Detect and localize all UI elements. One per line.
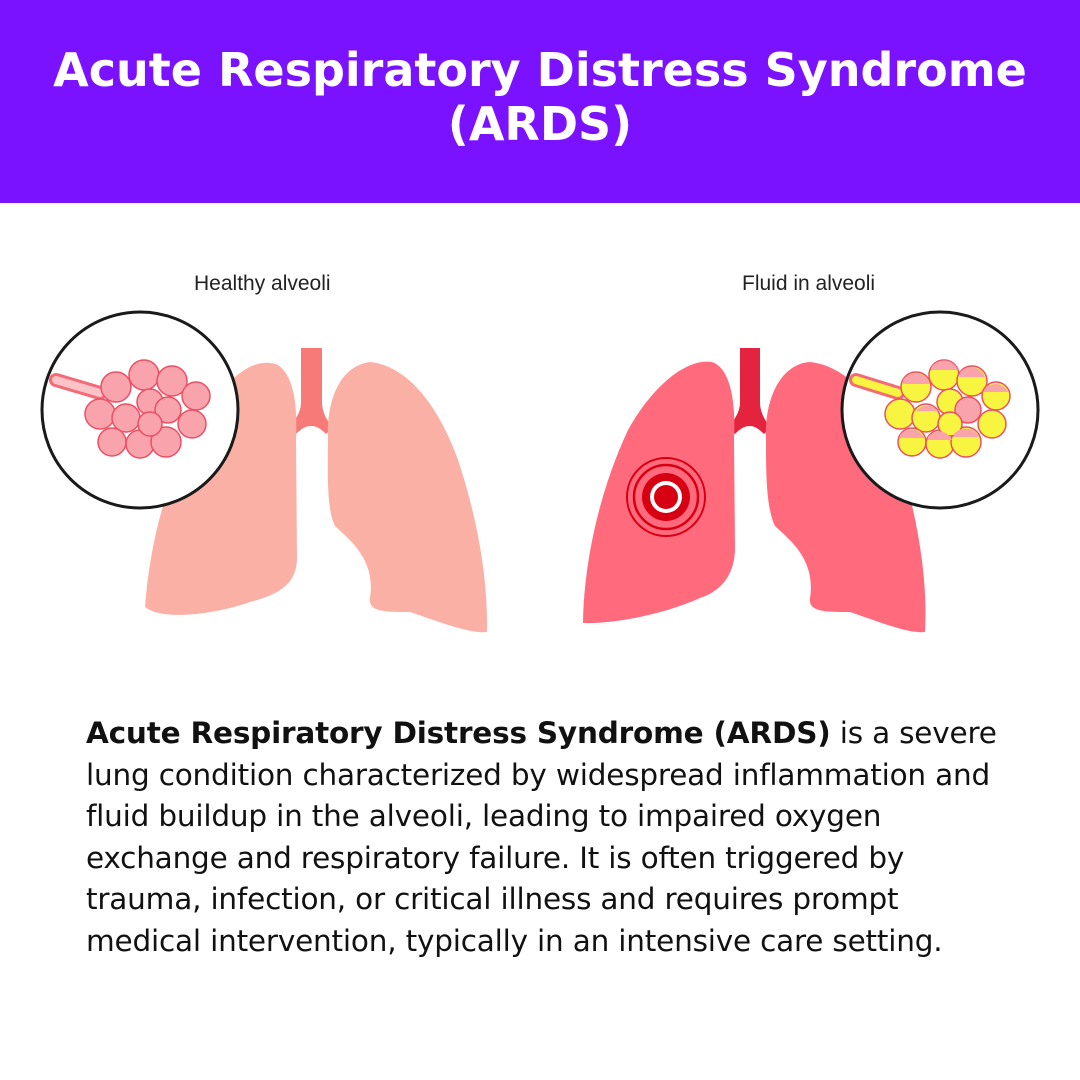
lungs-illustration	[40, 310, 1040, 633]
healthy-right-lung	[327, 362, 488, 633]
alveolus	[181, 381, 211, 411]
affected-lungs	[583, 310, 1040, 633]
header-banner: Acute Respiratory Distress Syndrome (ARD…	[0, 0, 1080, 203]
alveolus	[84, 398, 116, 430]
description-text: is a severe lung condition characterized…	[86, 716, 997, 958]
fluid-alveoli-label: Fluid in alveoli	[742, 272, 876, 295]
healthy-lungs	[40, 310, 488, 633]
healthy-trachea	[290, 348, 332, 434]
alveolus	[128, 359, 160, 391]
alveolus	[177, 409, 207, 439]
alveolus	[100, 371, 132, 403]
alveolus	[97, 427, 127, 457]
inflammation-target-icon	[626, 457, 706, 537]
alveolus	[137, 411, 163, 437]
fluid-alveolus	[884, 398, 916, 430]
description-bold-term: Acute Respiratory Distress Syndrome (ARD…	[86, 716, 831, 750]
fluid-bronchiole	[849, 373, 905, 400]
description-paragraph: Acute Respiratory Distress Syndrome (ARD…	[86, 713, 1016, 962]
alveolus	[111, 403, 141, 433]
alveolus	[150, 426, 182, 458]
alveolus	[156, 365, 188, 397]
healthy-alveoli-label: Healthy alveoli	[194, 272, 331, 295]
page-title: Acute Respiratory Distress Syndrome (ARD…	[53, 42, 1027, 151]
healthy-left-lung	[145, 362, 297, 615]
fluid-air-pockets	[900, 360, 1008, 440]
fluid-alveolus	[937, 411, 963, 437]
affected-trachea	[729, 348, 770, 434]
healthy-alveoli-cluster	[84, 359, 211, 459]
fluid-alveolus	[977, 409, 1007, 439]
fluid-alveolus	[954, 396, 982, 424]
alveolus	[154, 396, 182, 424]
healthy-bronchiole	[49, 373, 107, 400]
